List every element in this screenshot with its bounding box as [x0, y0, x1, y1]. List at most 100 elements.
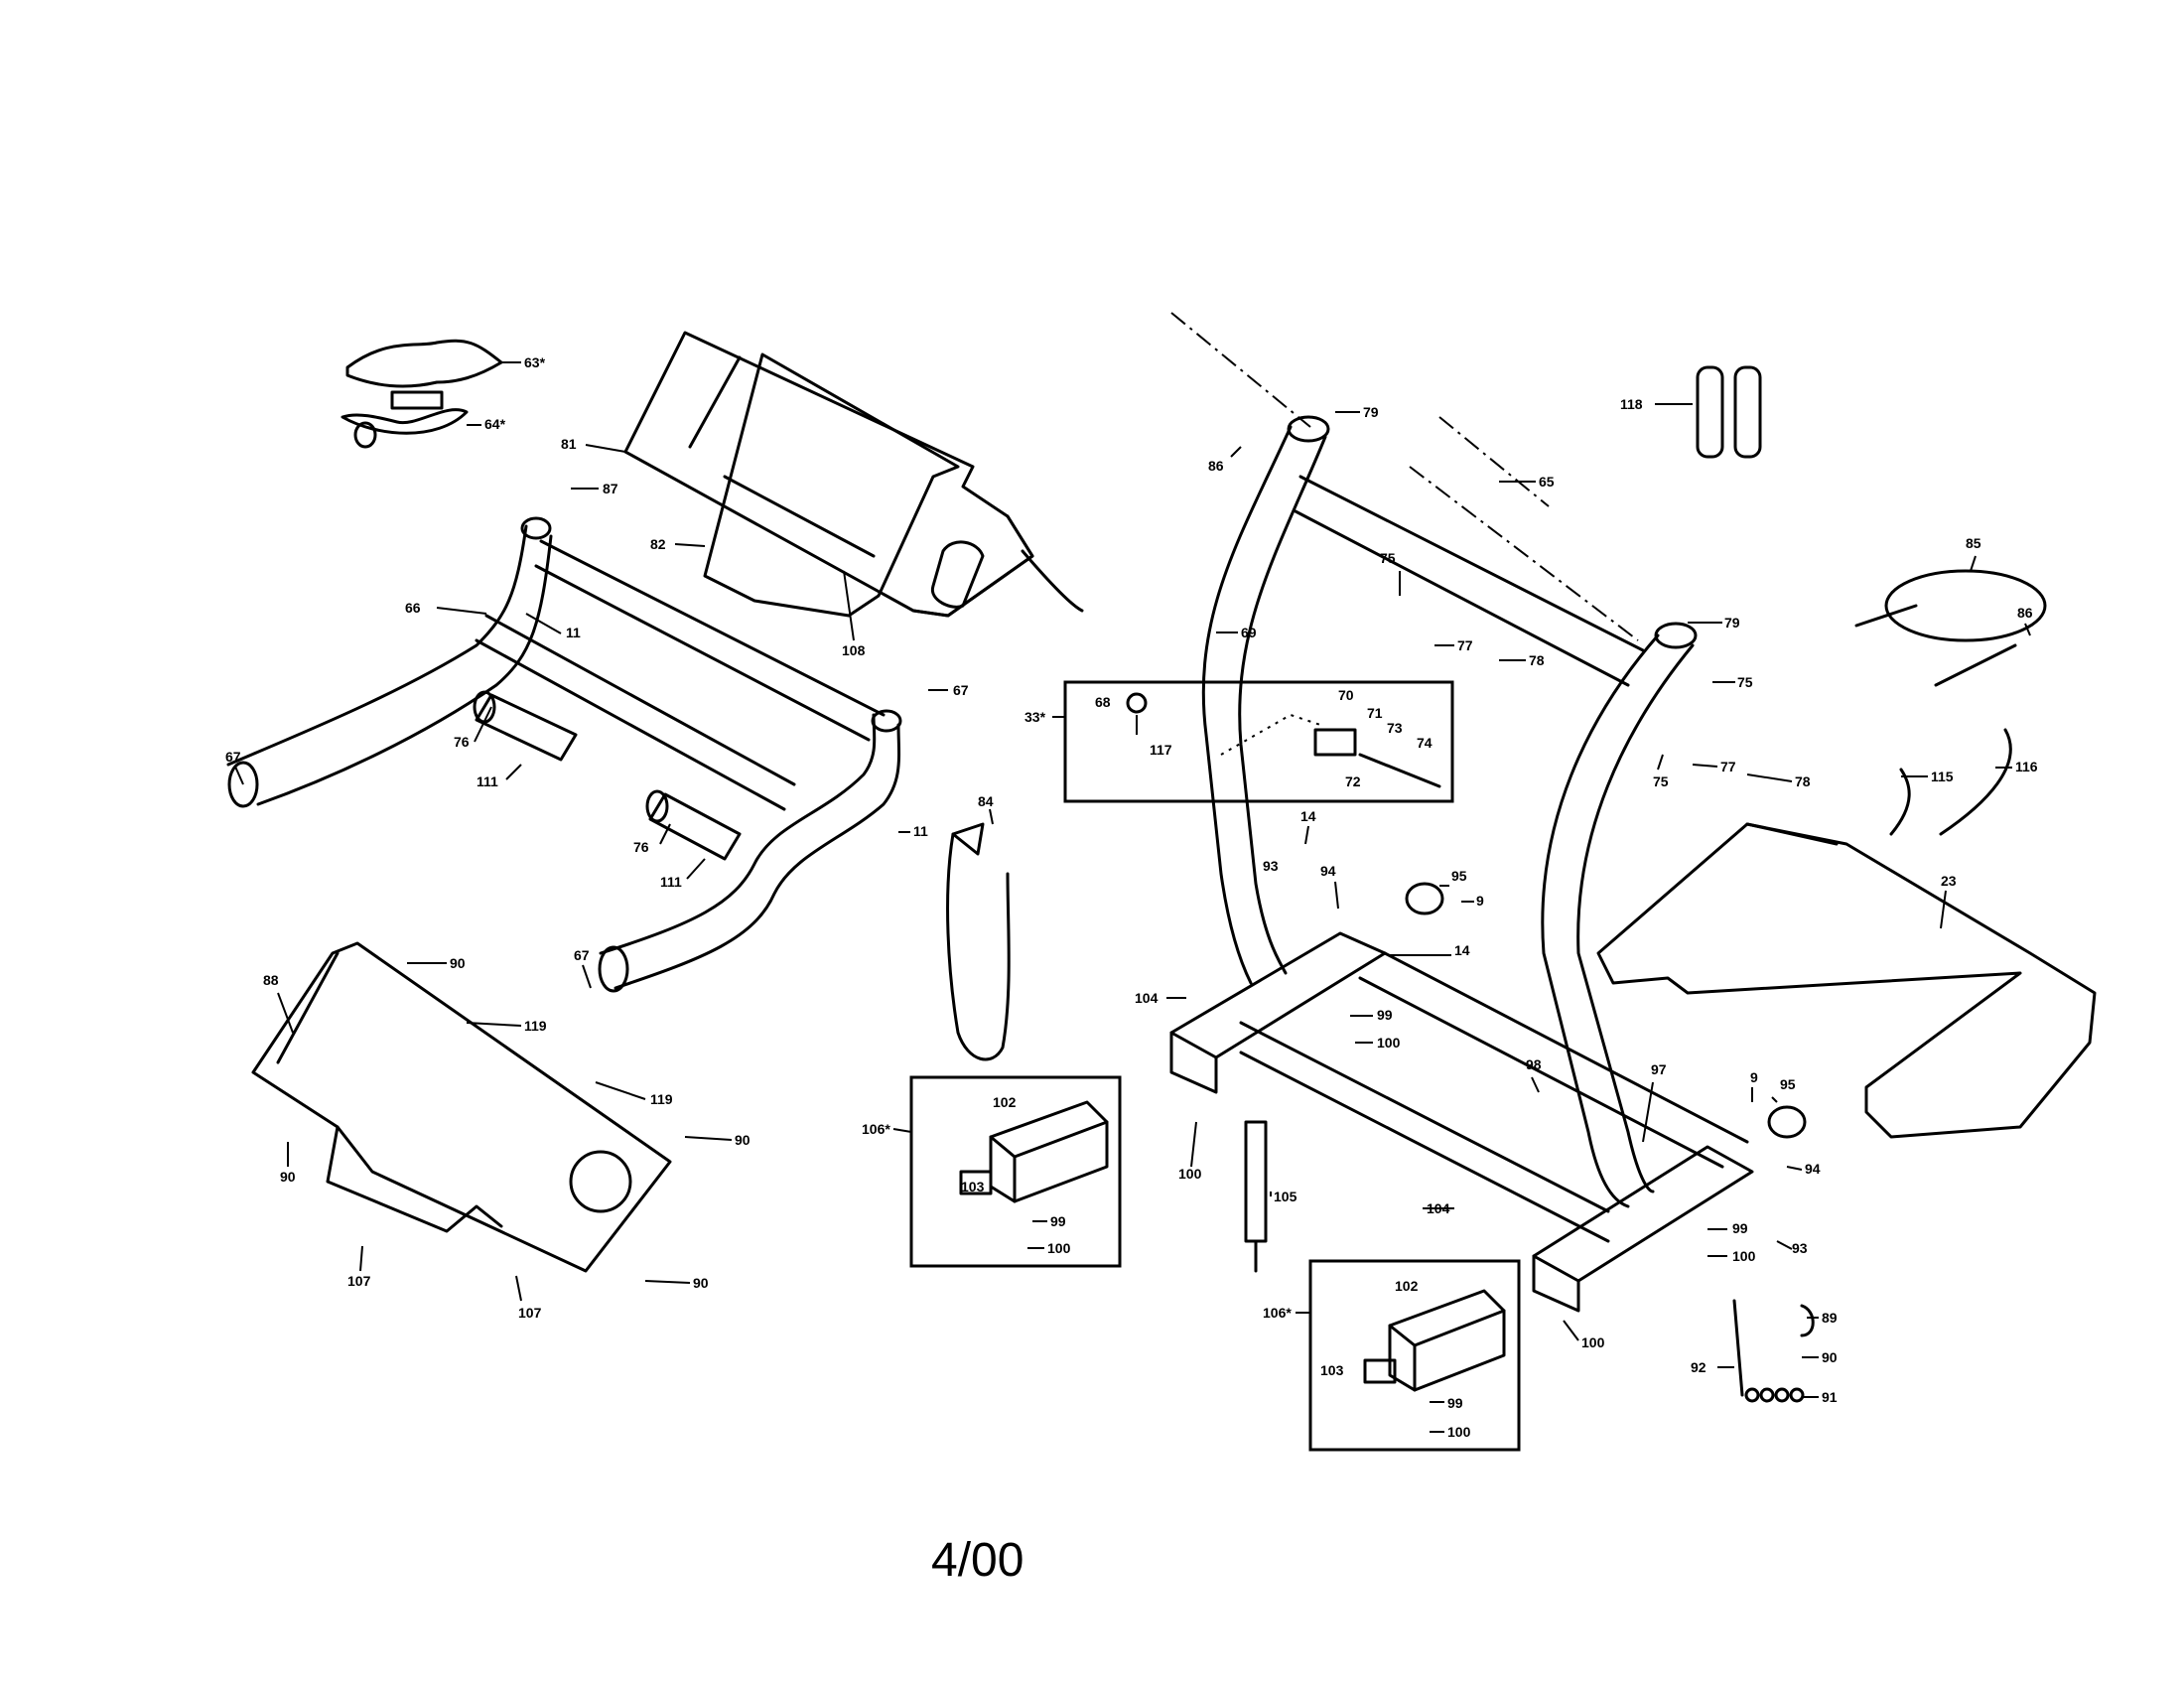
callout-14-a: 14	[1300, 808, 1316, 824]
callout-94-a: 94	[1320, 863, 1336, 879]
callout-90-b: 90	[735, 1132, 751, 1148]
callout-97: 97	[1651, 1061, 1667, 1077]
callout-100-d: 100	[1581, 1334, 1605, 1350]
callout-79-b: 79	[1724, 615, 1740, 631]
callout-11-a: 11	[566, 625, 581, 640]
callout-111-b: 111	[660, 874, 682, 890]
handlebar-upright-right-66	[598, 709, 902, 993]
callout-77-a: 77	[1457, 637, 1473, 653]
console-overlay-part-82	[703, 352, 960, 618]
callout-71: 71	[1367, 705, 1383, 721]
motor-hood-part-88	[251, 941, 672, 1273]
strap-part-64	[341, 408, 469, 449]
callout-100-b: 100	[1178, 1166, 1202, 1182]
callout-67-a: 67	[225, 749, 241, 765]
callout-119-a: 119	[524, 1018, 547, 1034]
callout-95-b: 95	[1780, 1076, 1796, 1092]
strap-116	[1939, 728, 2012, 836]
callout-76-a: 76	[454, 734, 470, 750]
callout-100-a: 100	[1377, 1035, 1401, 1051]
callout-116: 116	[2015, 759, 2038, 774]
hardware-92	[1732, 1299, 1805, 1403]
callout-90-e: 90	[1822, 1349, 1838, 1365]
grip-76-lower	[645, 789, 742, 861]
strap-115	[1889, 768, 1911, 836]
callout-9-b: 9	[1750, 1069, 1758, 1085]
callout-115: 115	[1931, 769, 1954, 784]
inset-box-106-right	[1308, 1259, 1521, 1452]
callout-117: 117	[1150, 742, 1172, 758]
console-tray	[911, 514, 1084, 618]
gas-spring-105	[1244, 1120, 1268, 1273]
callout-99-left: 99	[1050, 1213, 1066, 1229]
callout-107-b: 107	[518, 1305, 542, 1321]
callout-68: 68	[1095, 694, 1111, 710]
callout-88: 88	[263, 972, 279, 988]
callout-93-b: 93	[1792, 1240, 1808, 1256]
inset-box-33	[1063, 680, 1454, 803]
callout-95-a: 95	[1451, 868, 1467, 884]
callout-14-b: 14	[1454, 942, 1470, 958]
callout-86-b: 86	[2017, 605, 2033, 621]
leader-lines	[234, 361, 2031, 1433]
wheel-95-right	[1767, 1105, 1807, 1139]
callout-69: 69	[1241, 625, 1257, 640]
callout-105: 105	[1274, 1189, 1297, 1204]
callout-64: 64*	[484, 416, 506, 432]
callout-9-a: 9	[1476, 893, 1484, 909]
callout-103-left: 103	[961, 1179, 985, 1194]
callout-106-left: 106*	[862, 1121, 890, 1137]
callout-90-a: 90	[450, 955, 466, 971]
callout-84: 84	[978, 793, 994, 809]
page-date: 4/00	[931, 1534, 1024, 1587]
callout-79-a: 79	[1363, 404, 1379, 420]
callout-81: 81	[561, 436, 577, 452]
callout-118: 118	[1620, 396, 1643, 412]
callout-102-right: 102	[1395, 1278, 1419, 1294]
grip-76-upper	[473, 690, 578, 762]
callout-63: 63*	[524, 354, 546, 370]
callout-99-right: 99	[1447, 1395, 1463, 1411]
power-cord-85	[1854, 569, 2047, 687]
callout-103-right: 103	[1320, 1362, 1344, 1378]
callout-77-b: 77	[1720, 759, 1736, 774]
callout-75-b: 75	[1737, 674, 1753, 690]
callouts: 63* 64* 81 87 82 108 66 11 67 76 111 67 …	[225, 354, 2038, 1440]
callout-87-c: 67	[574, 947, 590, 963]
callout-119-b: 119	[650, 1091, 673, 1107]
callout-89: 89	[1822, 1310, 1838, 1326]
callout-76-b: 76	[633, 839, 649, 855]
key-89	[1800, 1304, 1815, 1337]
callout-91: 91	[1822, 1389, 1838, 1405]
weights-118	[1696, 365, 1762, 459]
callout-23: 23	[1941, 873, 1957, 889]
callout-70: 70	[1338, 687, 1354, 703]
callout-33: 33*	[1024, 709, 1046, 725]
callout-99-a: 99	[1377, 1007, 1393, 1023]
strap-part-63	[345, 339, 503, 410]
callout-99-b: 99	[1732, 1220, 1748, 1236]
upright-crossbar	[1294, 475, 1645, 687]
callout-82: 82	[650, 536, 666, 552]
callout-98: 98	[1526, 1056, 1542, 1072]
callout-90-c: 90	[280, 1169, 296, 1185]
callout-65: 65	[1539, 474, 1555, 490]
callout-102-left: 102	[993, 1094, 1017, 1110]
callout-107-a: 107	[347, 1273, 371, 1289]
callout-93-a: 93	[1263, 858, 1279, 874]
wheel-95-left	[1405, 882, 1444, 915]
callout-66: 66	[405, 600, 421, 616]
callout-87-b: 67	[953, 682, 969, 698]
callout-108: 108	[842, 642, 866, 658]
callout-100-left: 100	[1047, 1240, 1071, 1256]
callout-85: 85	[1966, 535, 1981, 551]
callout-94-b: 94	[1805, 1161, 1821, 1177]
callout-74: 74	[1417, 735, 1433, 751]
callout-86-a: 86	[1208, 458, 1224, 474]
callout-106-right: 106*	[1263, 1305, 1292, 1321]
callout-87-a: 87	[603, 481, 618, 496]
callout-73: 73	[1387, 720, 1403, 736]
handlebar-crossbars	[475, 539, 886, 811]
callout-72: 72	[1345, 773, 1361, 789]
